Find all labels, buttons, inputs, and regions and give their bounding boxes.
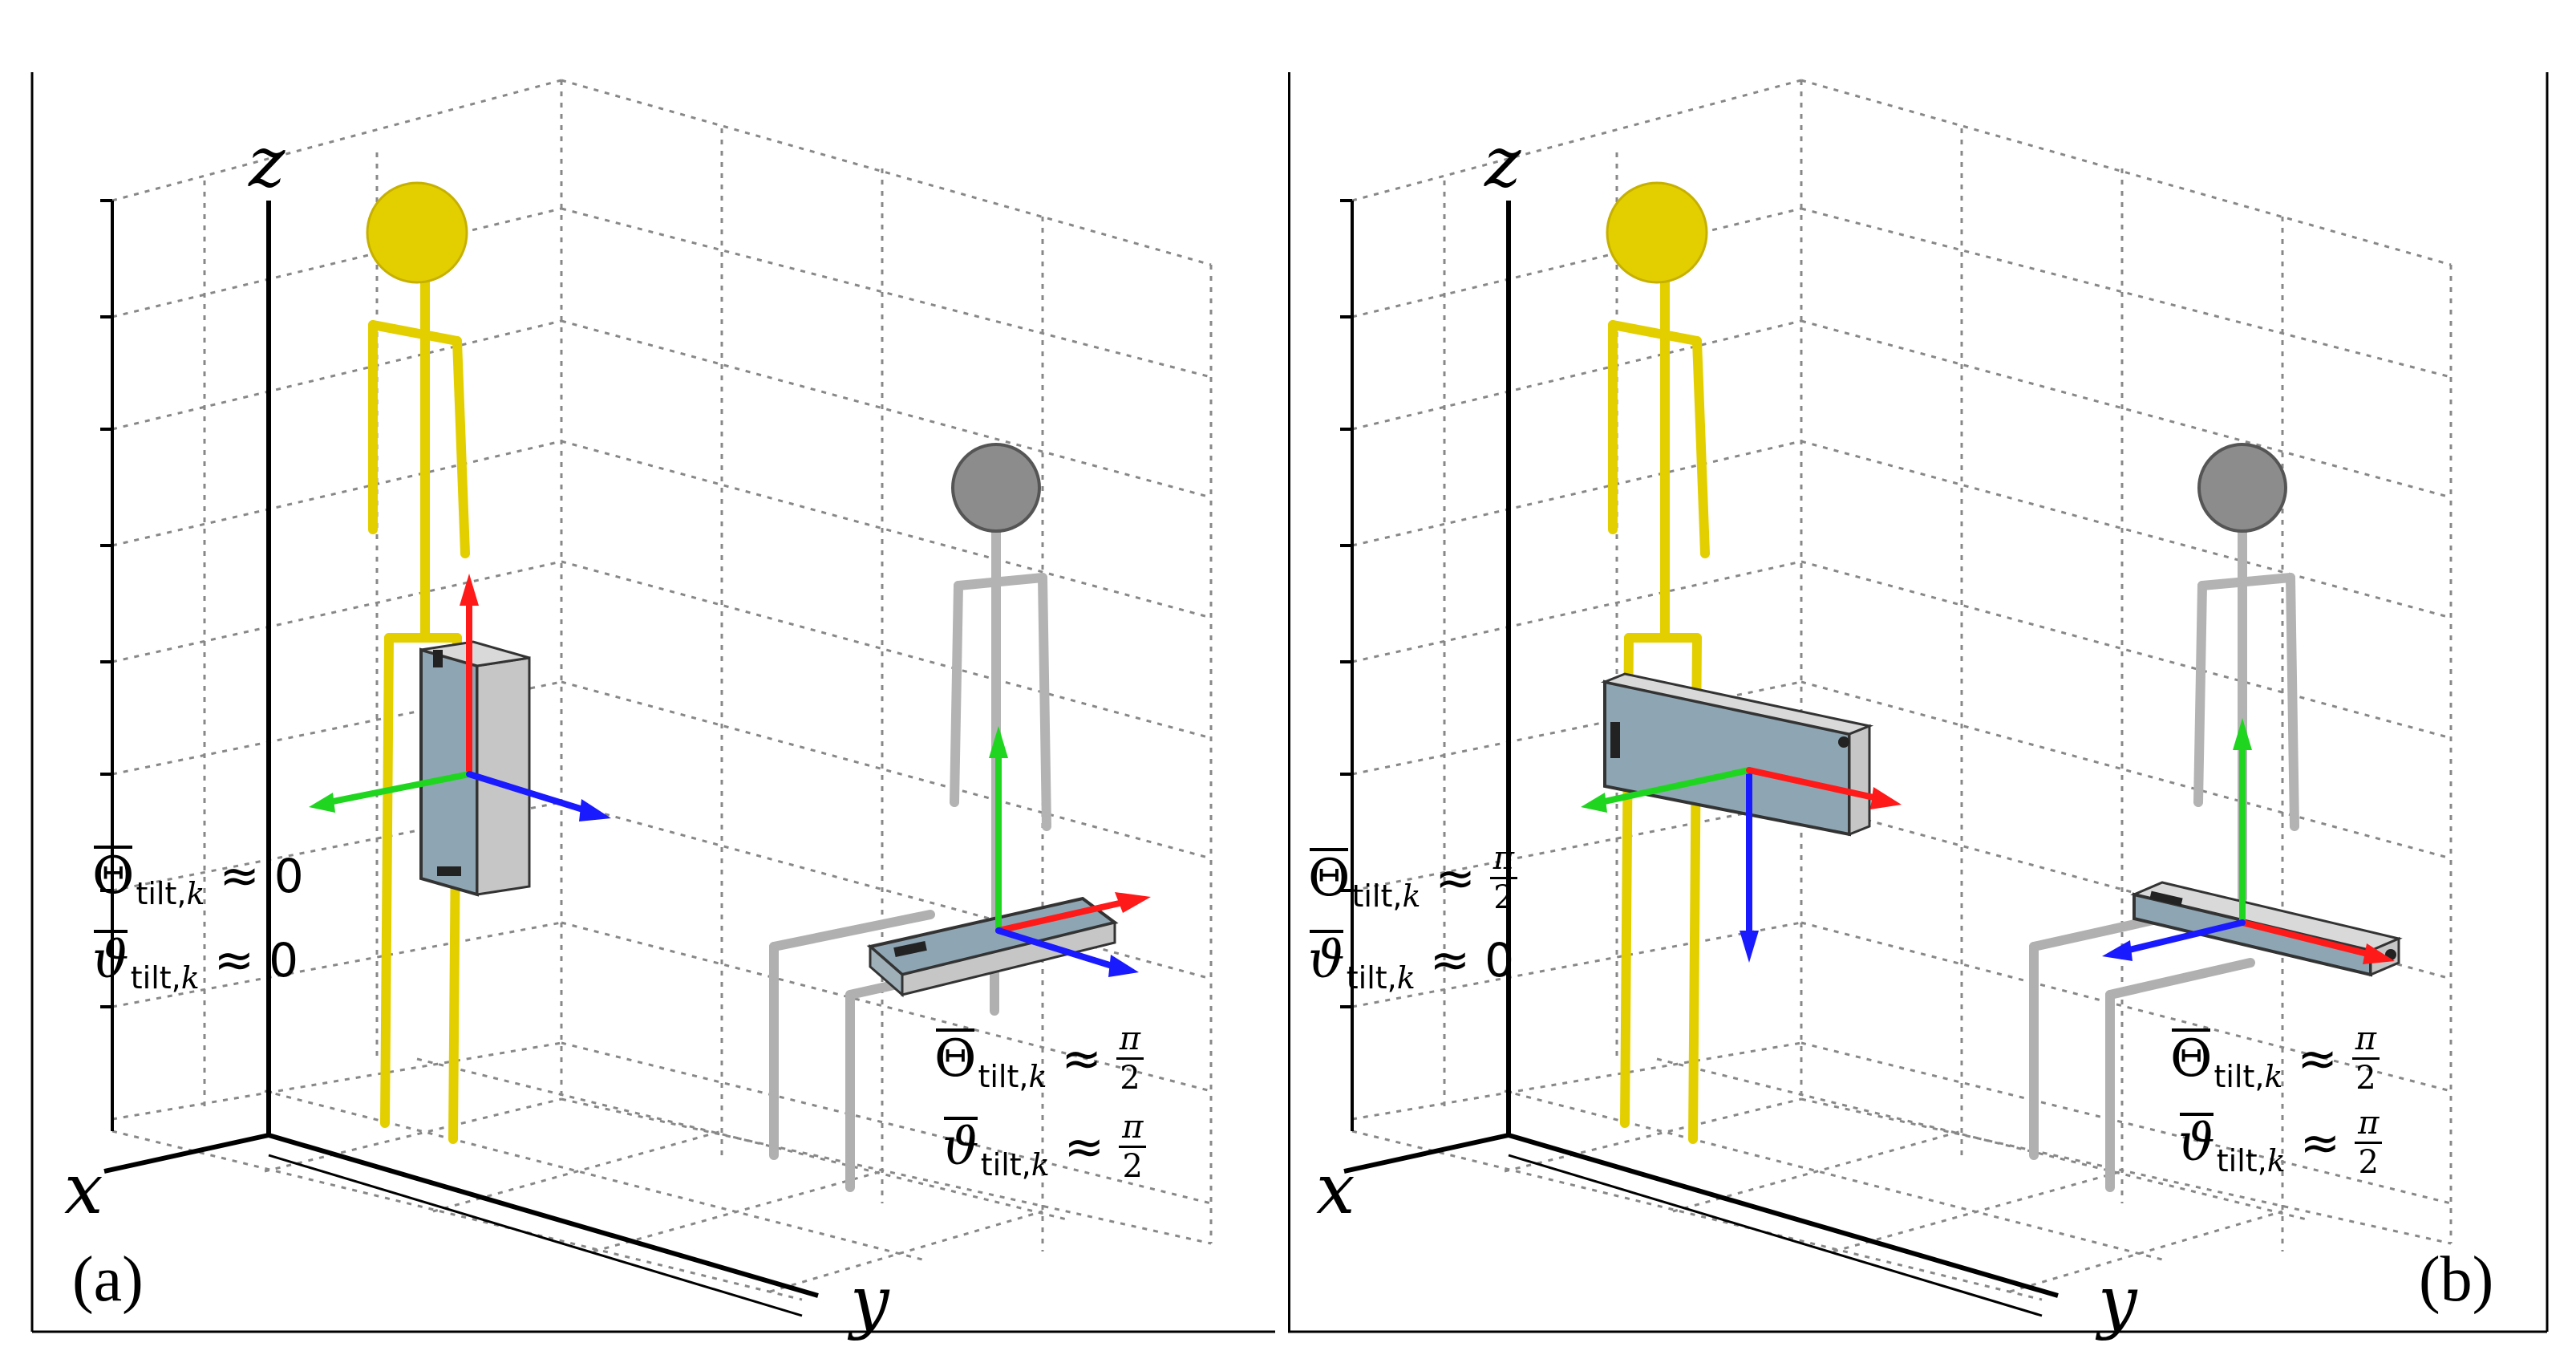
panel-divider	[1288, 72, 1290, 1332]
big-theta-annotation-standing: Θ tilt,k ≈ 0	[92, 846, 304, 911]
y-axis-label: y	[850, 1262, 889, 1342]
panel-a-scene	[30, 72, 1275, 1333]
sitting-frame-arrows	[2102, 718, 2395, 964]
x-axis-label: x	[64, 1150, 103, 1230]
panel-a: z x y (a) Θ tilt,k ≈ 0 ϑ tilt,k ≈ 0 Θ ti…	[30, 72, 1275, 1342]
left-tick-axis	[1340, 199, 1354, 1131]
sitting-person	[2193, 517, 2299, 903]
sitting-frame-arrows	[989, 726, 1151, 977]
back-wall-grid	[1800, 79, 2452, 1251]
z-axis-label: z	[1484, 123, 1521, 203]
coordinate-axes	[103, 201, 819, 1317]
sitting-person-head	[2197, 443, 2287, 533]
small-theta-annotation-standing: ϑ tilt,k ≈ 0	[1308, 930, 1514, 996]
floor-grid	[111, 1057, 1212, 1301]
standing-person-head	[1606, 181, 1708, 284]
panel-b-scene	[1288, 72, 2549, 1333]
coordinate-axes	[1343, 201, 2059, 1317]
left-tick-axis	[100, 199, 114, 1131]
panel-label: (a)	[72, 1244, 144, 1315]
panel-label: (b)	[2419, 1244, 2494, 1315]
phone-vertical	[419, 640, 531, 897]
z-axis-label: z	[249, 123, 286, 203]
y-axis-label: y	[2098, 1262, 2137, 1342]
phone-landscape	[1600, 672, 1874, 837]
standing-frame-arrows	[309, 574, 611, 821]
x-axis-label: x	[1316, 1150, 1355, 1230]
standing-frame-arrows	[1581, 767, 1902, 963]
floor-grid	[1351, 1057, 2452, 1301]
standing-person-head	[366, 181, 468, 284]
sitting-person-head	[951, 443, 1041, 533]
small-theta-annotation-standing: ϑ tilt,k ≈ 0	[92, 930, 298, 996]
